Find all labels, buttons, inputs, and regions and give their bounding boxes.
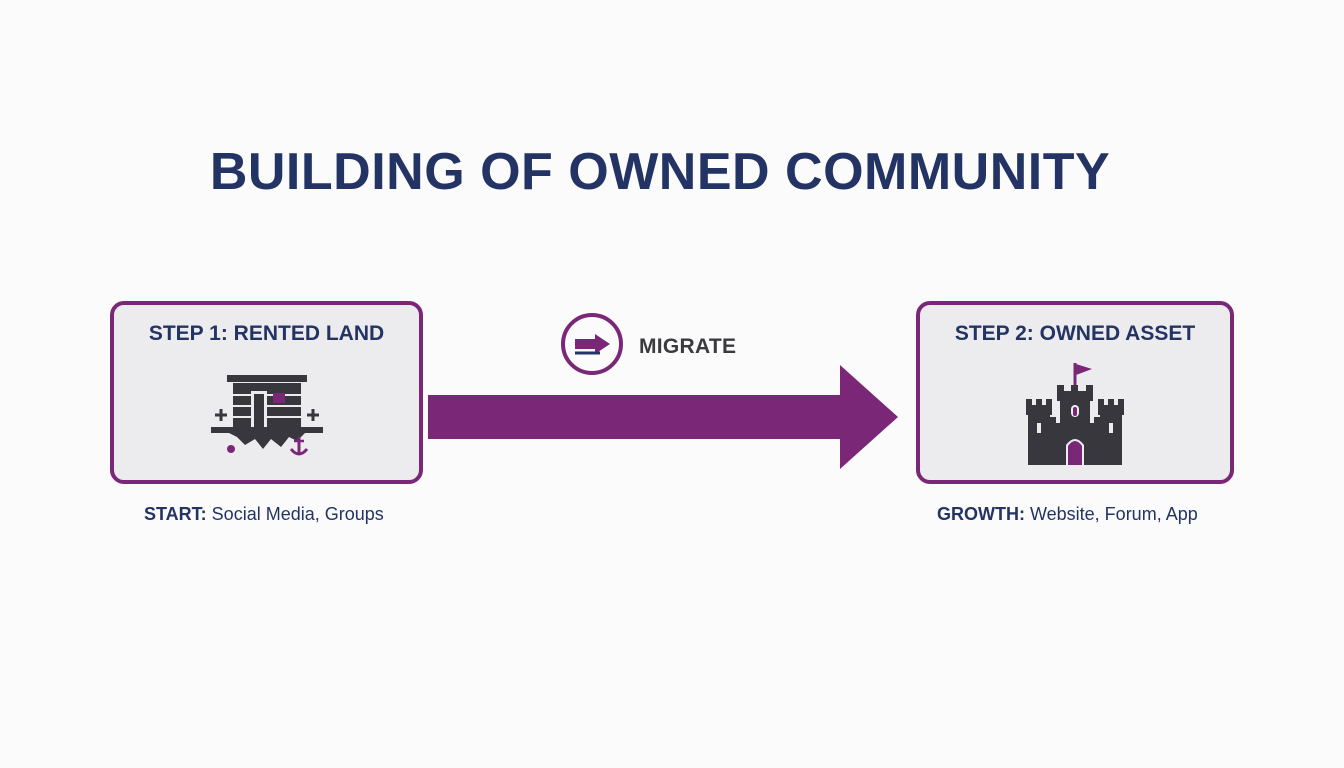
step-2-card: STEP 2: OWNED ASSET (916, 301, 1234, 484)
migrate-label: MIGRATE (639, 335, 737, 358)
step-1-title: STEP 1: RENTED LAND (148, 322, 385, 345)
castle-with-flag-icon (1026, 363, 1124, 465)
step-1-caption-text: Social Media, Groups (206, 504, 384, 524)
step-1-caption: START: Social Media, Groups (144, 504, 384, 525)
migrate-badge (561, 313, 623, 375)
flow-arrow (428, 365, 898, 469)
step-2-caption-text: Website, Forum, App (1024, 504, 1198, 524)
step-1-caption-label: START: (144, 504, 207, 524)
step-1-card: STEP 1: RENTED LAND (110, 301, 423, 484)
floating-shack-with-anchor-icon (210, 375, 323, 456)
step-2-caption-label: GROWTH: (937, 504, 1025, 524)
page-title: BUILDING OF OWNED COMMUNITY (209, 143, 1111, 201)
step-2-caption: GROWTH: Website, Forum, App (937, 504, 1198, 525)
right-arrow-icon (575, 334, 610, 355)
step-2-title: STEP 2: OWNED ASSET (954, 322, 1196, 345)
